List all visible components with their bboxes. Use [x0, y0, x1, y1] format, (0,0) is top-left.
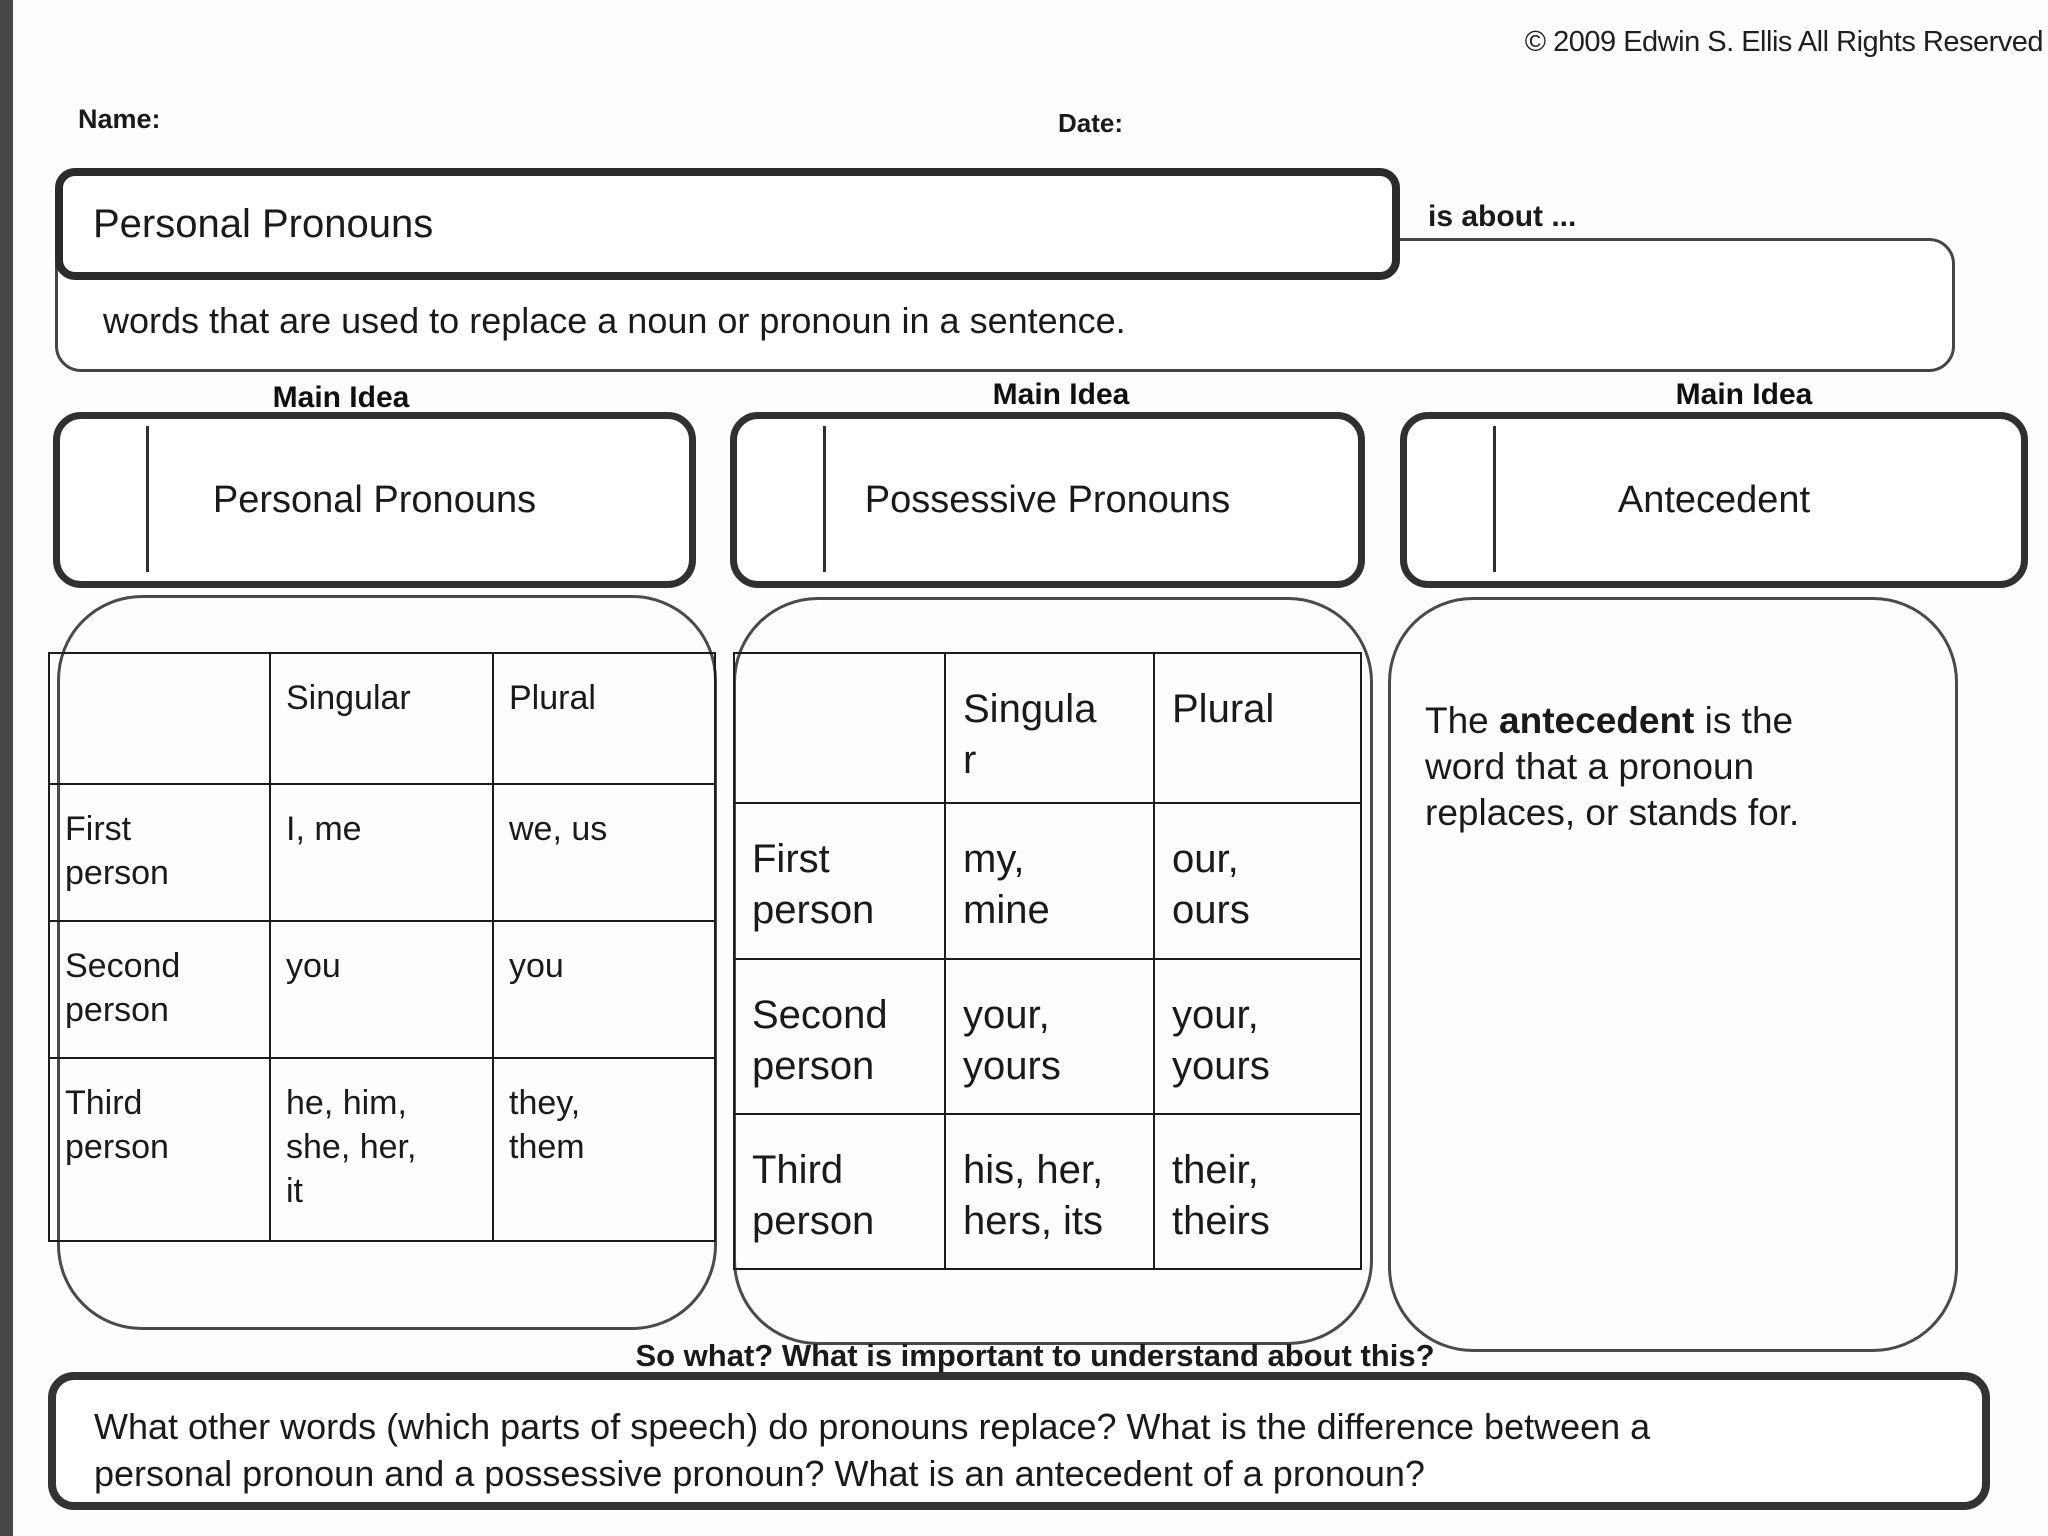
main-idea-text: Personal Pronouns — [212, 478, 537, 521]
table-row: Second person you you — [48, 920, 716, 1059]
table-cell: our, ours — [1153, 802, 1362, 960]
table-row: First person my, mine our, ours — [733, 802, 1362, 960]
antecedent-note-after: is the word that a pronoun replaces, or … — [1425, 699, 1800, 833]
antecedent-note: The antecedent is the word that a pronou… — [1425, 652, 1937, 836]
main-idea-label-2: Main Idea — [992, 378, 1130, 411]
table-cell: he, him, she, her, it — [269, 1057, 494, 1242]
column-header: Plural — [1153, 652, 1362, 804]
topic-title: Personal Pronouns — [93, 201, 434, 246]
topic-title-box: Personal Pronouns — [55, 168, 1400, 280]
main-idea-box-antecedent: Antecedent — [1400, 412, 2028, 588]
table-cell: Second person — [733, 958, 946, 1115]
name-label: Name: — [78, 104, 161, 134]
main-idea-divider — [823, 426, 826, 572]
definition-text: words that are used to replace a noun or… — [103, 300, 1126, 341]
antecedent-note-bold: antecedent — [1499, 699, 1695, 741]
column-header: Singula r — [944, 652, 1155, 804]
table-row: Singula r Plural — [733, 652, 1362, 804]
main-idea-box-personal-pronouns: Personal Pronouns — [53, 412, 696, 588]
page-edge-bar — [0, 0, 13, 1536]
table-cell: your, yours — [944, 958, 1155, 1115]
table-row: Singular Plural — [48, 652, 716, 785]
table-cell: you — [269, 920, 494, 1059]
table-cell: their, theirs — [1153, 1113, 1362, 1270]
table-cell: First person — [733, 802, 946, 960]
column-header — [48, 652, 271, 785]
main-idea-box-possessive-pronouns: Possessive Pronouns — [730, 412, 1365, 588]
so-what-label: So what? What is important to understand… — [635, 1338, 1435, 1373]
table-row: Second person your, yours your, yours — [733, 958, 1362, 1115]
table-row: First person I, me we, us — [48, 783, 716, 922]
table-cell: my, mine — [944, 802, 1155, 960]
table-cell: Third person — [733, 1113, 946, 1270]
copyright-text: © 2009 Edwin S. Ellis All Rights Reserve… — [1524, 26, 2044, 58]
main-idea-divider — [146, 426, 149, 572]
table-cell: Third person — [48, 1057, 271, 1242]
summary-question-box: What other words (which parts of speech)… — [48, 1372, 1990, 1510]
main-idea-label-1: Main Idea — [272, 381, 410, 414]
table-cell: we, us — [492, 783, 716, 922]
main-idea-text: Antecedent — [1617, 478, 1811, 521]
main-idea-text: Possessive Pronouns — [864, 478, 1231, 521]
summary-question-text: What other words (which parts of speech)… — [94, 1406, 1651, 1494]
table-cell: you — [492, 920, 716, 1059]
table-cell: I, me — [269, 783, 494, 922]
table-row: Third person he, him, she, her, it they,… — [48, 1057, 716, 1242]
table-row: Third person his, her, hers, its their, … — [733, 1113, 1362, 1270]
possessive-pronouns-table: Singula r Plural First person my, mine o… — [733, 652, 1362, 1270]
table-cell: First person — [48, 783, 271, 922]
personal-pronouns-table: Singular Plural First person I, me we, u… — [48, 652, 716, 1242]
column-header: Plural — [492, 652, 716, 785]
column-header: Singular — [269, 652, 494, 785]
table-cell: his, her, hers, its — [944, 1113, 1155, 1270]
antecedent-note-before: The — [1425, 699, 1500, 741]
table-cell: Second person — [48, 920, 271, 1059]
date-label: Date: — [1058, 108, 1124, 138]
is-about-label: is about ... — [1428, 200, 1577, 233]
main-idea-label-3: Main Idea — [1675, 378, 1813, 411]
table-cell: your, yours — [1153, 958, 1362, 1115]
table-cell: they, them — [492, 1057, 716, 1242]
detail-container-antecedent — [1388, 597, 1958, 1352]
column-header — [733, 652, 946, 804]
main-idea-divider — [1493, 426, 1496, 572]
